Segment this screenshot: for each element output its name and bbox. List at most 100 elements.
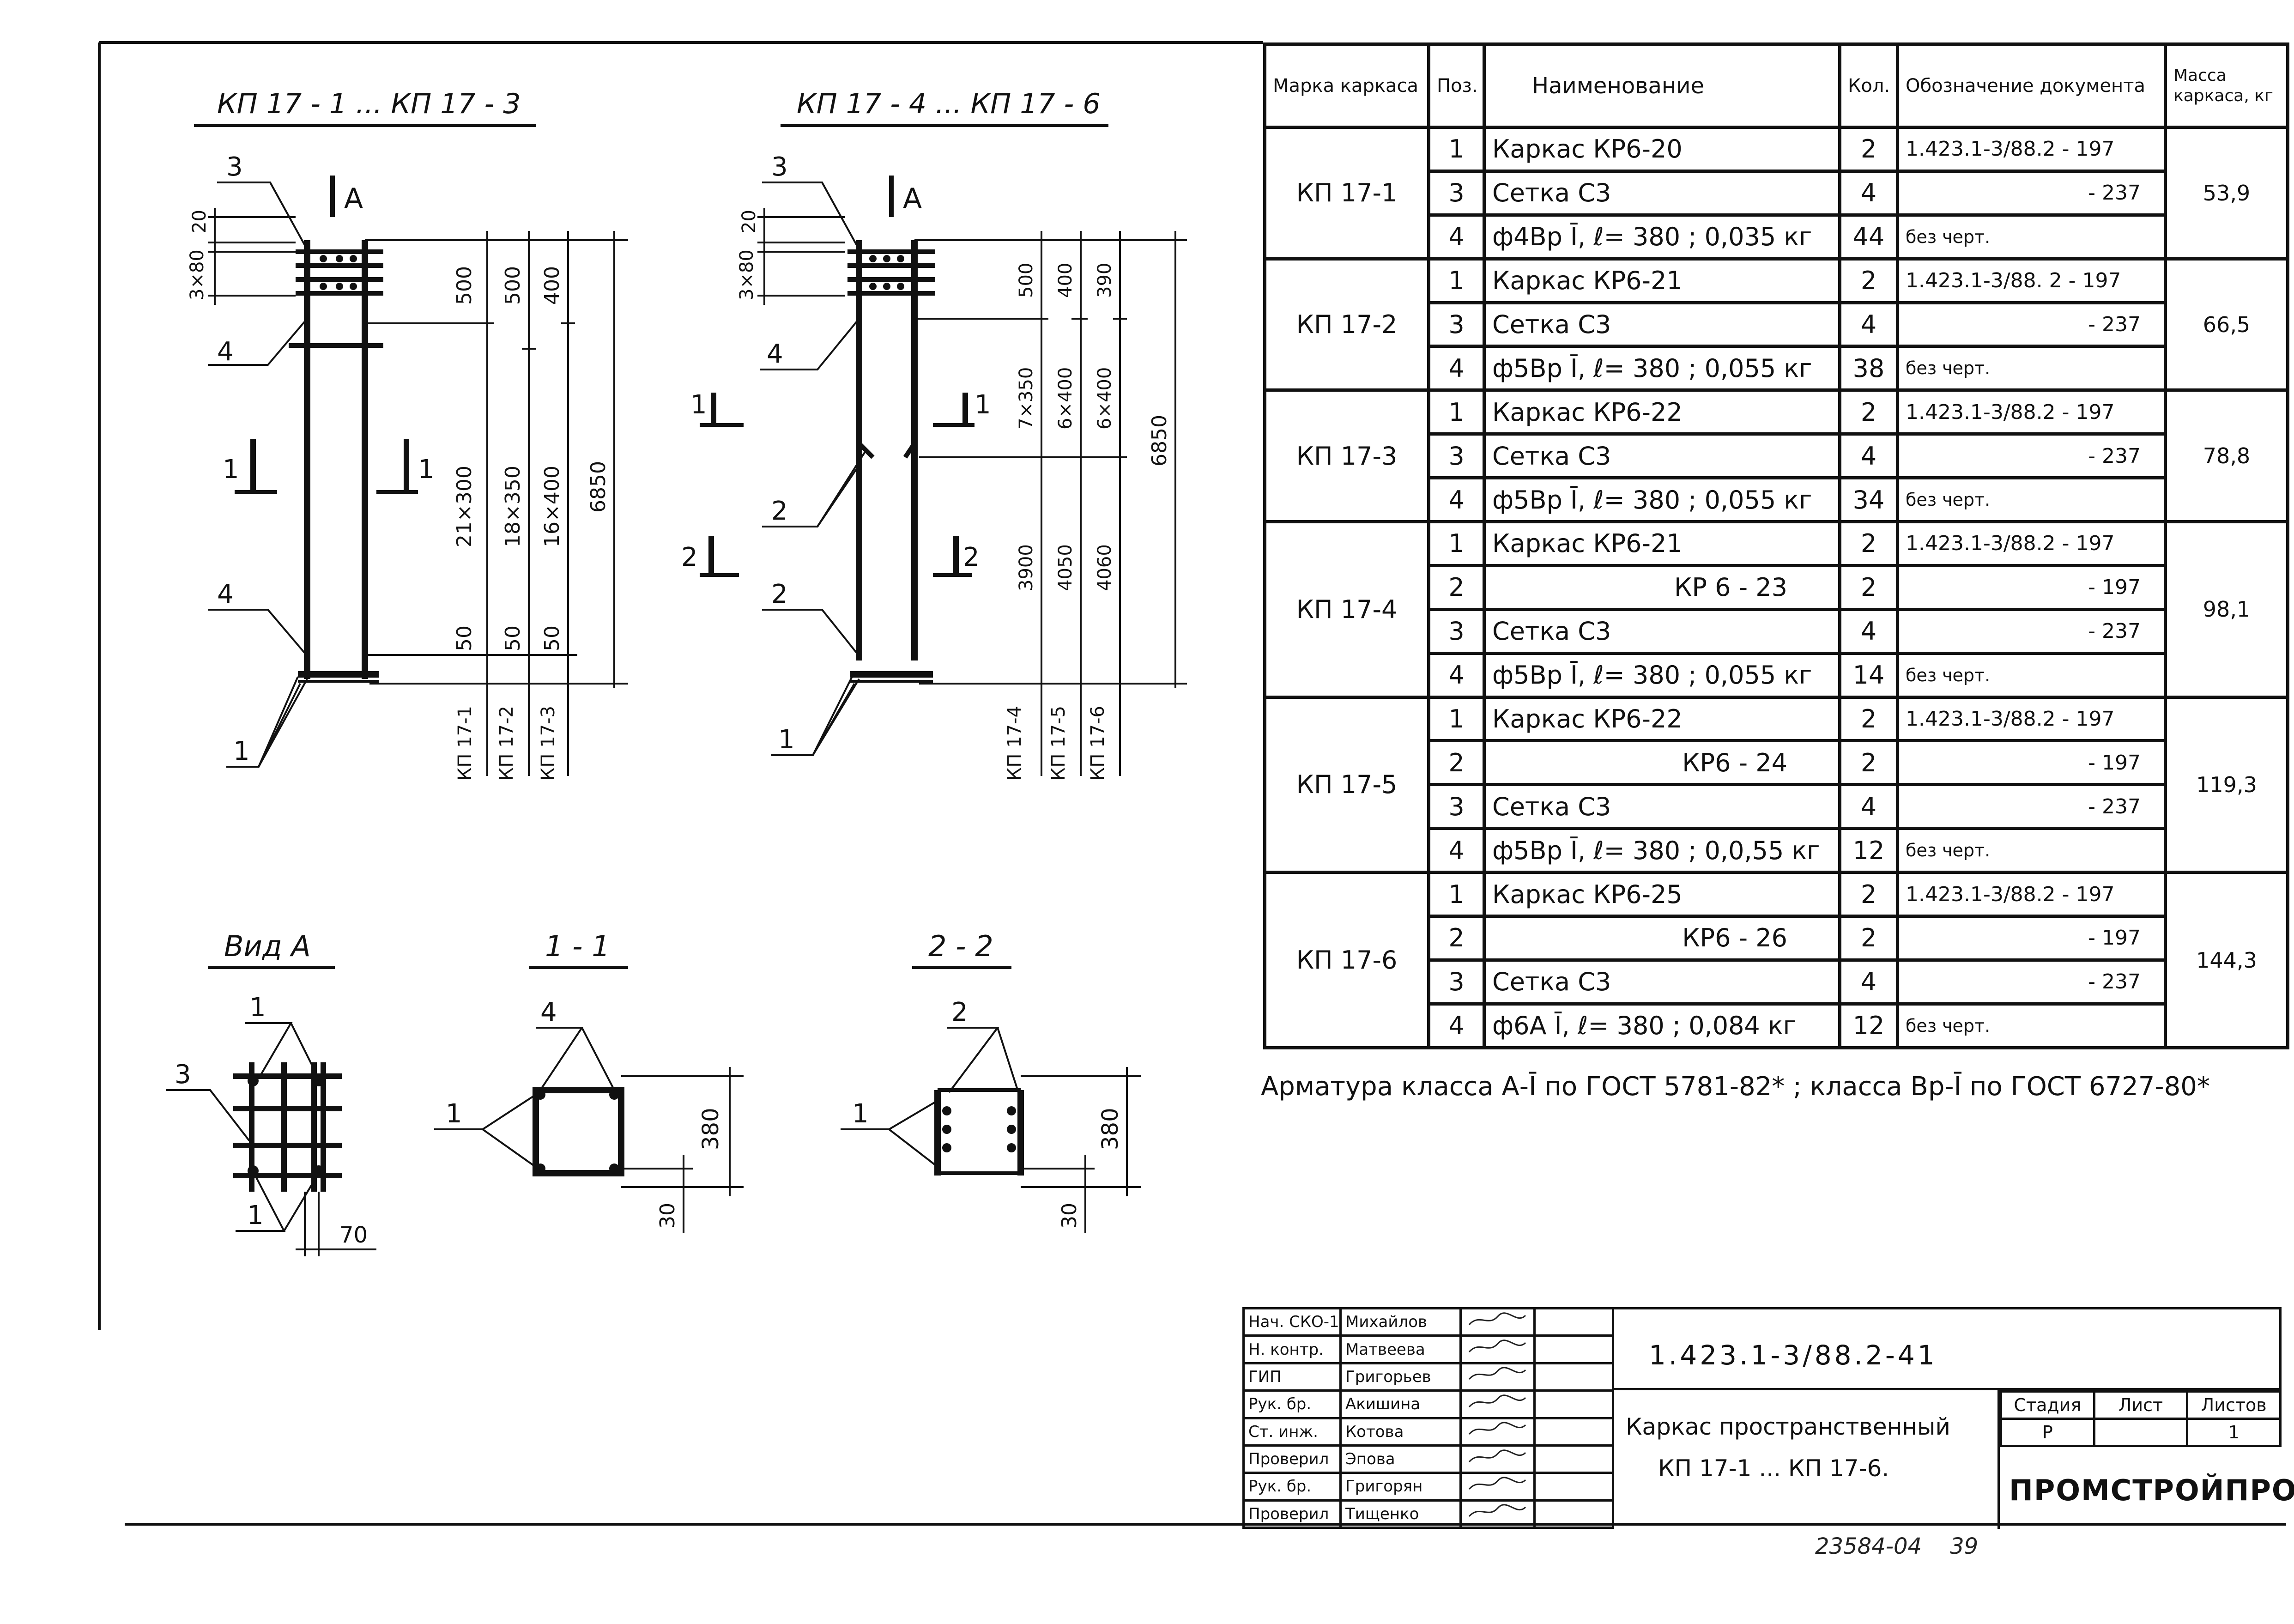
signature-row: Ст. инж.Котова xyxy=(1242,1417,1614,1447)
cell-qty: 4 xyxy=(1838,432,1899,480)
dim-r-390: 390 xyxy=(1094,263,1115,298)
cell-doc: - 237 xyxy=(1896,301,2167,348)
cell-name: ф5Вр Ī, ℓ= 380 ; 0,055 кг xyxy=(1483,651,1841,699)
signature-role: Нач. СКО-1 xyxy=(1242,1307,1342,1337)
cell-doc: без черт. xyxy=(1896,651,2167,699)
cell-doc: 1.423.1-3/88. 2 - 197 xyxy=(1896,257,2167,304)
signature-role: Рук. бр. xyxy=(1242,1472,1342,1502)
signature-name: Михайлов xyxy=(1339,1307,1462,1337)
cell-qty: 2 xyxy=(1838,871,1899,918)
cell-mass: 78,8 xyxy=(2164,388,2289,524)
cell-pos: 1 xyxy=(1427,126,1486,173)
dim-r-400: 400 xyxy=(1055,263,1076,298)
cell-name: Сетка С3 xyxy=(1483,607,1841,655)
view1-pos1: 1 xyxy=(233,736,250,766)
dim-r-6x400b: 6×400 xyxy=(1094,367,1115,430)
view-a-pos1-bottom: 1 xyxy=(247,1200,264,1230)
cell-pos: 4 xyxy=(1427,345,1486,392)
cell-qty: 12 xyxy=(1838,827,1899,874)
reinforcement-note: Арматура класса А-Ī по ГОСТ 5781-82* ; к… xyxy=(1261,1072,2210,1102)
sheets-label: Листов xyxy=(2186,1390,2282,1420)
view-a-pos1-top: 1 xyxy=(249,993,266,1023)
dim-r-top20: 20 xyxy=(738,210,760,233)
cell-qty: 4 xyxy=(1838,783,1899,830)
section11-pos1: 1 xyxy=(446,1099,462,1129)
section11-title: 1 - 1 xyxy=(545,929,610,963)
cell-pos: 1 xyxy=(1427,257,1486,304)
cell-doc: - 237 xyxy=(1896,169,2167,217)
footer-code: 23584-04 39 xyxy=(1815,1533,1978,1559)
cell-doc: 1.423.1-3/88.2 - 197 xyxy=(1896,520,2167,567)
signature-name: Матвеева xyxy=(1339,1334,1462,1364)
cell-name: ф6А Ī, ℓ= 380 ; 0,084 кг xyxy=(1483,1002,1841,1050)
section11-pos4: 4 xyxy=(540,997,557,1027)
mark-kp17-6: КП 17-6 xyxy=(1087,706,1108,781)
view-a: Вид А 3 1 1 70 xyxy=(166,929,376,1256)
organization-name: ПРОМСТРОЙПРОЕКТ xyxy=(2009,1473,2294,1507)
cell-pos: 3 xyxy=(1427,432,1486,480)
view1-pos3: 3 xyxy=(226,152,243,182)
cell-pos: 1 xyxy=(1427,695,1486,743)
cell-qty: 38 xyxy=(1838,345,1899,392)
dim-l-50a: 50 xyxy=(453,625,476,651)
cell-doc: без черт. xyxy=(1896,1002,2167,1050)
signature-mark xyxy=(1459,1389,1536,1419)
view1-arrow-A: А xyxy=(344,182,363,215)
cell-name: Сетка С3 xyxy=(1483,432,1841,480)
cell-name: Каркас КР6-22 xyxy=(1483,695,1841,743)
signature-mark xyxy=(1459,1444,1536,1474)
cell-qty: 2 xyxy=(1838,739,1899,787)
cell-doc: - 237 xyxy=(1896,783,2167,830)
cell-qty: 2 xyxy=(1838,695,1899,743)
view2-cut2-right: 2 xyxy=(963,542,980,572)
section-2-2: 2 - 2 1 2 380 30 xyxy=(841,929,1141,1233)
section22-pos2: 2 xyxy=(951,997,968,1027)
cell-pos: 2 xyxy=(1427,915,1486,962)
section22-title: 2 - 2 xyxy=(928,929,993,963)
cell-name: ф4Вр Ī, ℓ= 380 ; 0,035 кг xyxy=(1483,213,1841,261)
cell-mass: 144,3 xyxy=(2164,871,2289,1049)
dim-r-top3x80: 3×80 xyxy=(736,249,757,300)
signature-mark xyxy=(1459,1307,1536,1337)
dim-l-16x400: 16×400 xyxy=(540,466,564,547)
mark-kp17-2: КП 17-2 xyxy=(496,706,517,781)
dim-l-500b: 500 xyxy=(501,266,525,305)
mark-kp17-5: КП 17-5 xyxy=(1048,706,1069,781)
mark-kp17-1: КП 17-1 xyxy=(454,706,476,781)
cell-pos: 1 xyxy=(1427,388,1486,436)
sheets-value: 1 xyxy=(2186,1418,2282,1447)
dim-s11-380: 380 xyxy=(698,1108,724,1150)
cell-qty: 12 xyxy=(1838,1002,1899,1050)
cell-qty: 2 xyxy=(1838,388,1899,436)
cell-doc: без черт. xyxy=(1896,345,2167,392)
view2-cut1-right: 1 xyxy=(974,390,991,420)
dim-r-6x400a: 6×400 xyxy=(1055,367,1076,430)
signature-name: Григорьев xyxy=(1339,1362,1462,1392)
view2-pos4: 4 xyxy=(767,339,783,369)
cell-pos: 3 xyxy=(1427,169,1486,217)
cell-doc: без черт. xyxy=(1896,476,2167,524)
view1-cut1-right: 1 xyxy=(418,454,435,485)
dim-l-18x350: 18×350 xyxy=(501,466,525,547)
signature-mark xyxy=(1459,1472,1536,1502)
dim-l-50c: 50 xyxy=(540,625,564,651)
cell-qty: 2 xyxy=(1838,520,1899,567)
header-mass: Масса каркаса, кг xyxy=(2164,42,2289,129)
cell-doc: - 237 xyxy=(1896,432,2167,480)
view1-cut1-left: 1 xyxy=(223,454,239,485)
cell-pos: 4 xyxy=(1427,651,1486,699)
cell-doc: 1.423.1-3/88.2 - 197 xyxy=(1896,871,2167,918)
signature-role: ГИП xyxy=(1242,1362,1342,1392)
cell-qty: 4 xyxy=(1838,607,1899,655)
